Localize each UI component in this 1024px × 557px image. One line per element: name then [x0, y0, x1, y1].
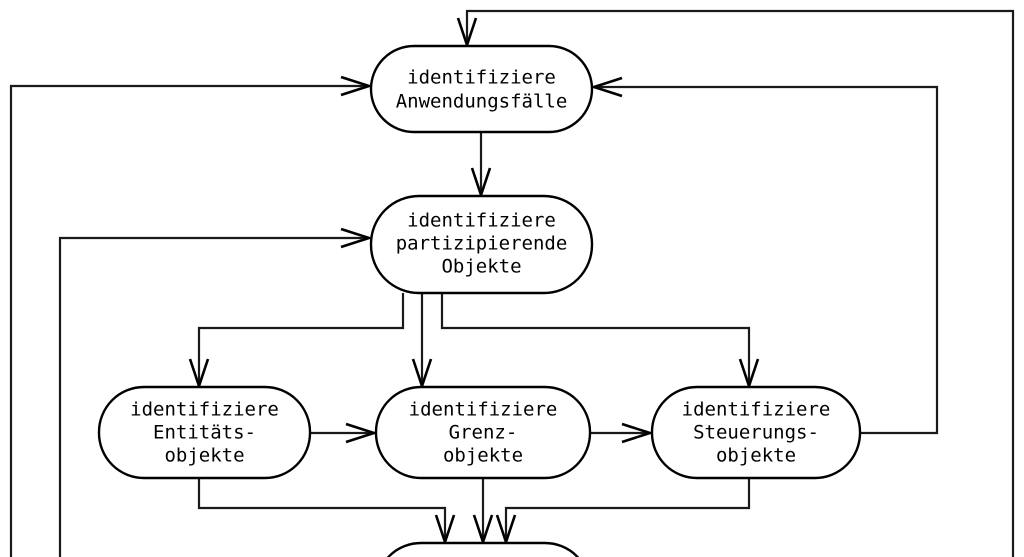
node-entitaetsobjekte-line2: Entitäts- [153, 422, 256, 444]
edge-grenz-to-bottom [472, 478, 494, 547]
edge-partizipierende-to-grenz [411, 293, 433, 391]
node-steuerungsobjekte[interactable]: identifiziere Steuerungs- objekte [650, 385, 862, 480]
node-steuerungsobjekte-line1: identifiziere [682, 399, 831, 421]
edge-anwendungsfaelle-to-partizipierende [470, 132, 492, 200]
node-partizipierende-objekte-shape[interactable] [369, 194, 594, 295]
node-grenzobjekte[interactable]: identifiziere Grenz- objekte [374, 385, 592, 480]
node-grenzobjekte-line2: Grenz- [449, 422, 518, 444]
edge-entitaets-to-grenz [310, 422, 379, 444]
node-entitaetsobjekte-line1: identifiziere [130, 399, 279, 421]
node-partizipierende-objekte-line2: partizipierende [396, 233, 568, 255]
edge-steuerungs-to-bottom [495, 478, 751, 547]
edge-feedback-steuerungs-to-anwendungsfaelle [589, 76, 939, 435]
node-partizipierende-objekte-line3: Objekte [441, 256, 521, 278]
node-steuerungsobjekte-shape[interactable] [650, 385, 862, 480]
node-bottom-cropped[interactable] [376, 541, 590, 557]
edge-layer [9, 9, 1015, 557]
node-grenzobjekte-shape[interactable] [374, 385, 592, 480]
node-grenzobjekte-line3: objekte [443, 445, 523, 467]
edge-partizipierende-to-entitaets [188, 293, 405, 391]
node-anwendungsfaelle-line2: Anwendungsfälle [396, 91, 568, 113]
node-anwendungsfaelle[interactable]: identifiziere Anwendungsfälle [369, 44, 594, 134]
node-anwendungsfaelle-line1: identifiziere [407, 67, 556, 89]
edge-partizipierende-to-steuerungs [440, 293, 760, 391]
node-anwendungsfaelle-shape[interactable] [369, 44, 594, 134]
node-partizipierende-objekte[interactable]: identifiziere partizipierende Objekte [369, 194, 594, 295]
node-entitaetsobjekte[interactable]: identifiziere Entitäts- objekte [97, 385, 312, 480]
node-steuerungsobjekte-line2: Steuerungs- [693, 422, 819, 444]
node-bottom-cropped-shape[interactable] [376, 541, 590, 557]
edge-entitaets-to-bottom [197, 478, 456, 547]
node-grenzobjekte-line1: identifiziere [409, 399, 558, 421]
edge-feedback-left-into-partizipierende [58, 227, 374, 557]
edge-grenz-to-steuerungs [590, 422, 655, 444]
node-steuerungsobjekte-line3: objekte [716, 445, 796, 467]
node-entitaetsobjekte-line3: objekte [164, 445, 244, 467]
node-entitaetsobjekte-shape[interactable] [97, 385, 312, 480]
node-partizipierende-objekte-line1: identifiziere [407, 210, 556, 232]
edge-feedback-left-into-anwendungsfaelle [9, 75, 374, 557]
